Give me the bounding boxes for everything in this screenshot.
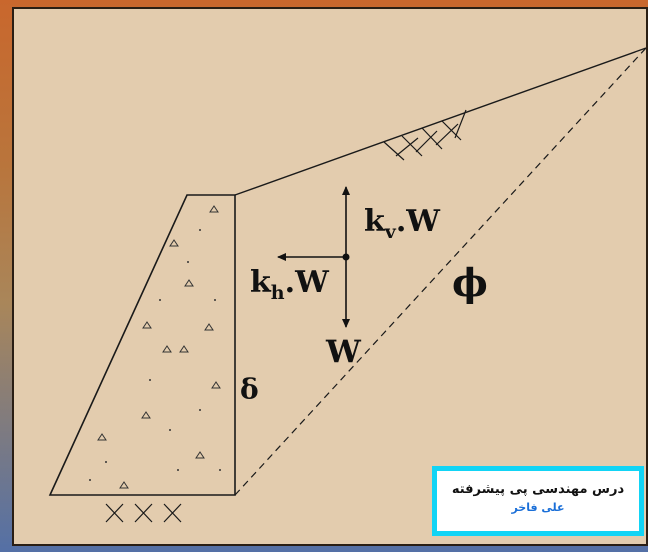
base-soil-hatch	[105, 503, 182, 523]
retaining-wall	[48, 194, 236, 496]
weight-label: W	[325, 334, 362, 370]
concrete-aggregate	[97, 205, 221, 489]
diagram-panel: kv.W kh.W W ϕ δ	[12, 7, 648, 546]
kh-w-label: kh.W	[250, 265, 330, 304]
slope-soil-hatch	[383, 109, 467, 161]
course-title: درس مهندسی پی پیشرفته	[451, 482, 625, 497]
retaining-wall-diagram: kv.W kh.W W ϕ δ	[48, 47, 647, 523]
delta-label: δ	[240, 373, 259, 406]
failure-plane-line	[234, 47, 647, 496]
backfill-surface-line	[234, 47, 647, 196]
course-credit-box: درس مهندسی پی پیشرفته علی فاخر	[432, 466, 644, 536]
phi-label: ϕ	[452, 260, 488, 305]
author-name: علی فاخر	[511, 501, 565, 514]
concrete-dots	[89, 229, 221, 481]
kv-w-label: kv.W	[364, 204, 441, 243]
